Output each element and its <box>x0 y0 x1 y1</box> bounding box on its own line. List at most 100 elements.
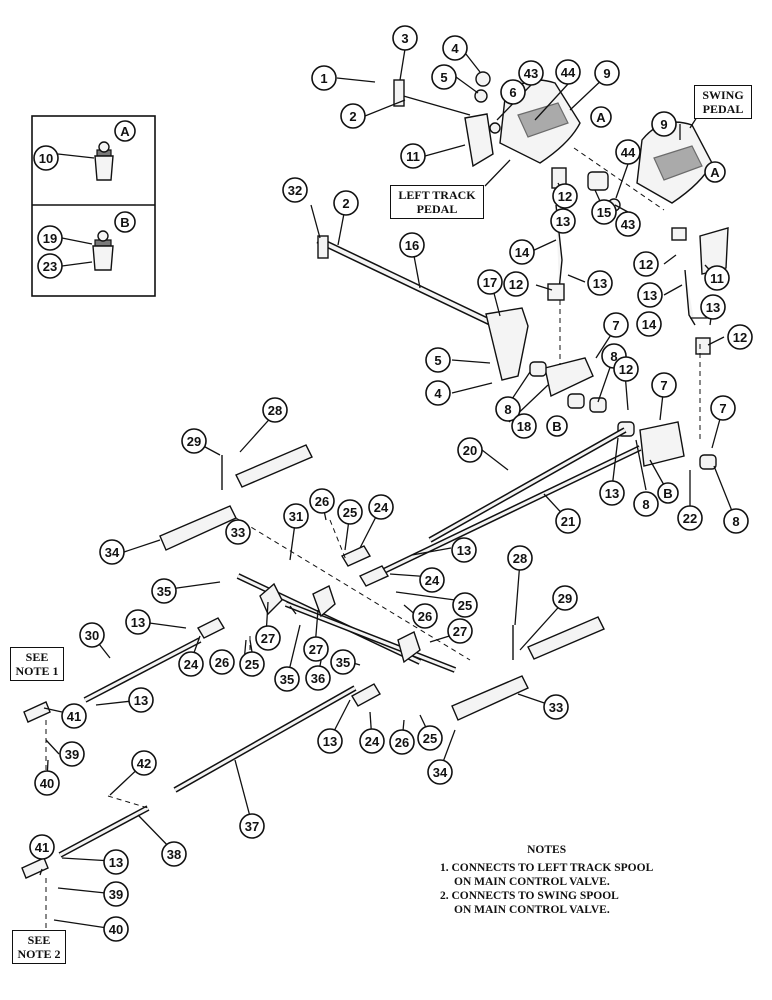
callout-25d: 25 <box>417 725 443 751</box>
svg-text:25: 25 <box>245 657 259 672</box>
notes-heading: NOTES <box>527 844 567 856</box>
svg-text:12: 12 <box>558 189 572 204</box>
callout-26d: 26 <box>389 729 415 755</box>
svg-text:30: 30 <box>85 628 99 643</box>
callout-29b: 29 <box>552 585 578 611</box>
callout-11: 11 <box>400 143 426 169</box>
svg-text:B: B <box>552 419 561 434</box>
svg-text:27: 27 <box>453 624 467 639</box>
svg-text:41: 41 <box>67 709 81 724</box>
see-note-1-text: SEE NOTE 1 <box>15 650 59 678</box>
callout-24d: 24 <box>359 728 385 754</box>
notes-block: NOTES 1. CONNECTS TO LEFT TRACK SPOOL ON… <box>440 843 653 917</box>
svg-text:29: 29 <box>558 591 572 606</box>
callout-33: 33 <box>225 519 251 545</box>
svg-text:7: 7 <box>612 318 619 333</box>
linkage-assembly <box>21 444 605 879</box>
note-1-line-2: ON MAIN CONTROL VALVE. <box>454 876 610 888</box>
svg-text:11: 11 <box>406 149 420 164</box>
callout-19: 19 <box>37 225 63 251</box>
callout-27b: 27 <box>303 636 329 662</box>
svg-text:2: 2 <box>349 109 356 124</box>
svg-text:12: 12 <box>733 330 747 345</box>
callout-41b: 41 <box>29 834 55 860</box>
callout-12b: 12 <box>503 271 529 297</box>
svg-text:35: 35 <box>280 672 294 687</box>
svg-text:12: 12 <box>509 277 523 292</box>
svg-text:8: 8 <box>610 349 617 364</box>
callout-44: 44 <box>555 59 581 85</box>
callout-13f: 13 <box>451 537 477 563</box>
svg-text:5: 5 <box>434 353 441 368</box>
view-ref-b-2: B <box>657 482 679 504</box>
callout-13h: 13 <box>128 687 154 713</box>
callout-13c: 13 <box>637 282 663 308</box>
callout-24c: 24 <box>178 651 204 677</box>
callout-5b: 5 <box>425 347 451 373</box>
callout-39: 39 <box>59 741 85 767</box>
inset-ref-b: B <box>114 211 136 233</box>
svg-text:5: 5 <box>440 70 447 85</box>
see-note-2-label: SEE NOTE 2 <box>12 930 66 964</box>
callout-25b: 25 <box>452 592 478 618</box>
callout-20: 20 <box>457 437 483 463</box>
svg-text:27: 27 <box>261 631 275 646</box>
callout-32: 32 <box>282 177 308 203</box>
svg-text:32: 32 <box>288 183 302 198</box>
callout-28: 28 <box>262 397 288 423</box>
svg-text:24: 24 <box>425 573 440 588</box>
svg-text:10: 10 <box>39 151 53 166</box>
callout-12c: 12 <box>633 251 659 277</box>
svg-text:18: 18 <box>517 419 531 434</box>
callout-24b: 24 <box>419 567 445 593</box>
svg-text:8: 8 <box>642 497 649 512</box>
svg-text:26: 26 <box>315 494 329 509</box>
fitting-inset <box>31 115 156 297</box>
callout-6: 6 <box>500 79 526 105</box>
callout-16: 16 <box>399 232 425 258</box>
svg-text:13: 13 <box>323 734 337 749</box>
svg-text:24: 24 <box>365 734 380 749</box>
svg-text:40: 40 <box>40 776 54 791</box>
svg-text:31: 31 <box>289 509 303 524</box>
svg-text:7: 7 <box>660 378 667 393</box>
callout-2: 2 <box>340 103 366 129</box>
svg-text:13: 13 <box>109 855 123 870</box>
callout-30: 30 <box>79 622 105 648</box>
callout-8c: 8 <box>633 491 659 517</box>
svg-text:A: A <box>596 110 606 125</box>
callout-40: 40 <box>34 770 60 796</box>
callout-12e: 12 <box>613 356 639 382</box>
svg-text:9: 9 <box>660 117 667 132</box>
see-note-1-label: SEE NOTE 1 <box>10 647 64 681</box>
callout-25c: 25 <box>239 651 265 677</box>
leader-lines <box>39 48 737 930</box>
callout-25: 25 <box>337 499 363 525</box>
inset-ref-a: A <box>114 120 136 142</box>
callout-29: 29 <box>181 428 207 454</box>
svg-text:13: 13 <box>457 543 471 558</box>
svg-text:35: 35 <box>336 655 350 670</box>
callout-36: 36 <box>305 665 331 691</box>
pedal-assembly <box>316 71 729 583</box>
callout-17: 17 <box>477 269 503 295</box>
svg-text:19: 19 <box>43 231 57 246</box>
note-2-line-2: ON MAIN CONTROL VALVE. <box>454 904 610 916</box>
callout-14b: 14 <box>636 311 662 337</box>
svg-text:4: 4 <box>451 41 459 56</box>
svg-text:28: 28 <box>268 403 282 418</box>
callout-5: 5 <box>431 64 457 90</box>
svg-text:13: 13 <box>131 615 145 630</box>
svg-text:26: 26 <box>418 609 432 624</box>
svg-text:13: 13 <box>593 276 607 291</box>
svg-text:42: 42 <box>137 756 151 771</box>
callout-9: 9 <box>594 60 620 86</box>
svg-text:36: 36 <box>311 671 325 686</box>
svg-text:33: 33 <box>231 525 245 540</box>
callout-23: 23 <box>37 253 63 279</box>
svg-text:17: 17 <box>483 275 497 290</box>
svg-text:9: 9 <box>603 66 610 81</box>
callout-9b: 9 <box>651 111 677 137</box>
callout-13i: 13 <box>317 728 343 754</box>
svg-text:33: 33 <box>549 700 563 715</box>
